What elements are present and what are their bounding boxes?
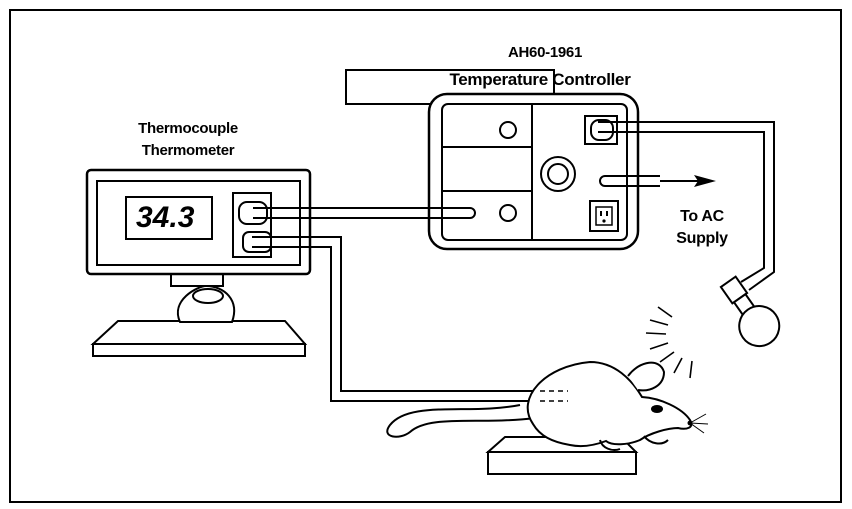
rat	[386, 360, 709, 451]
temperature-controller	[427, 92, 640, 251]
controller-name-label: Temperature Controller	[449, 70, 631, 89]
controller-model-label: AH60-1961	[507, 44, 582, 61]
thermocouple-thermometer	[85, 168, 312, 357]
figure-frame	[9, 9, 842, 503]
heat-lamp	[645, 275, 781, 379]
probe-cable-outer	[252, 236, 570, 392]
probe-cable-inner	[252, 246, 570, 402]
lamp-cable-outer	[598, 121, 775, 291]
cables	[252, 121, 775, 402]
thermometer-label-line2: Thermometer	[141, 142, 235, 159]
temperature-readout: 34.3	[136, 201, 195, 234]
controller-sensor-cable	[253, 207, 476, 219]
supply-label-line2: Supply	[676, 230, 728, 247]
heating-mat	[485, 436, 639, 475]
supply-label-line1: To AC	[680, 208, 724, 225]
lamp-rays	[645, 306, 693, 379]
thermometer-label-line1: Thermocouple	[138, 120, 238, 137]
lamp-cable-inner	[598, 131, 765, 283]
ac-supply-arrow	[660, 175, 716, 187]
